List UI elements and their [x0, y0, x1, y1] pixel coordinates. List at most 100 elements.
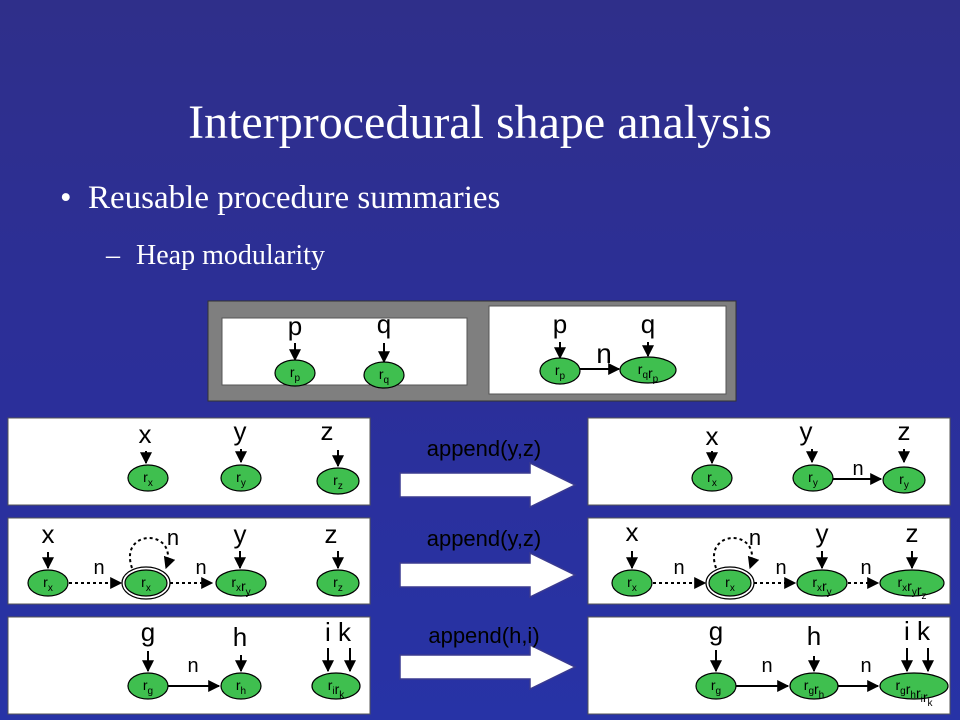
heap-node [127, 464, 169, 492]
transform-arrow [399, 551, 577, 599]
heap-node [124, 569, 168, 597]
heap-node-label: rgrh [804, 677, 824, 701]
heap-node [215, 569, 267, 597]
heap-node-label: rz [333, 574, 343, 594]
summary-right-panel [488, 305, 727, 395]
heap-node-label: rx [141, 574, 151, 594]
var-label: g [709, 616, 723, 646]
edge-label: n [761, 655, 772, 677]
var-label: z [325, 519, 338, 549]
heap-node [879, 569, 945, 597]
heap-node-label: rp [555, 362, 566, 382]
heap-node [539, 357, 581, 385]
heap-node [274, 359, 316, 387]
heap-node [27, 569, 69, 597]
row1-before-panel [7, 417, 371, 506]
heap-node [691, 464, 733, 492]
var-label: i k [904, 616, 931, 646]
heap-node-label: rx [725, 574, 735, 594]
heap-node-label: rx [143, 469, 153, 489]
row2-before-panel [7, 517, 371, 605]
heap-node-label: ry [236, 469, 246, 489]
var-label: h [233, 622, 247, 652]
heap-node [316, 569, 360, 597]
sub-bullet-text: Heap modularity [136, 240, 325, 271]
edge-label: n [673, 557, 684, 579]
row1-after-panel [587, 417, 951, 506]
heap-node [316, 467, 360, 495]
heap-node [796, 569, 848, 597]
edge-label: n [852, 458, 863, 480]
edge-label: n [167, 525, 179, 550]
var-label: y [816, 518, 829, 548]
heap-node-label: rh [236, 677, 246, 697]
var-label: i k [325, 617, 352, 647]
sub-bullet-item: –Heap modularity [106, 240, 325, 272]
var-label: x [42, 519, 55, 549]
bullet-item: • Reusable procedure summaries [60, 180, 500, 217]
var-label: q [641, 309, 655, 339]
var-label: y [234, 416, 247, 446]
heap-node-label: rx [43, 574, 53, 594]
heap-node [611, 569, 653, 597]
edge-label: n [860, 655, 871, 677]
summary-left-panel [221, 317, 468, 386]
call-label: append(h,i) [428, 623, 539, 648]
var-label: p [553, 309, 567, 339]
heap-node-label: rxry [231, 574, 250, 598]
heap-node-label: rp [290, 364, 301, 384]
var-label: q [377, 309, 391, 339]
heap-node-label: rgrhrirk [895, 677, 933, 709]
var-label: y [800, 416, 813, 446]
transform-arrow [399, 643, 577, 691]
edge-label: n [93, 557, 104, 579]
heap-node-label: rxryrz [897, 574, 926, 602]
row3-after-panel [587, 616, 951, 715]
edge-label: n [775, 557, 786, 579]
heap-node-label: rqrp [638, 361, 659, 385]
heap-node-label: ry [808, 469, 818, 489]
bullet-marker: • [60, 180, 72, 216]
heap-node [220, 672, 262, 700]
heap-node-label: rirk [328, 677, 346, 701]
self-loop-edge [129, 537, 176, 570]
var-label: z [898, 416, 911, 446]
slide-title: Interprocedural shape analysis [188, 96, 772, 149]
heap-node-label: rq [379, 366, 389, 386]
var-label: h [807, 621, 821, 651]
sub-bullet-marker: – [106, 240, 120, 271]
row3-before-panel [7, 616, 371, 715]
heap-node-label: rz [333, 472, 343, 492]
var-label: y [234, 519, 247, 549]
call-label: append(y,z) [427, 436, 542, 461]
heap-node-label: ry [899, 471, 909, 491]
transform-arrow [399, 461, 577, 509]
heap-node [220, 464, 262, 492]
heap-node-label: rg [711, 677, 721, 697]
var-label: x [626, 517, 639, 547]
self-loop-edge [713, 537, 760, 570]
heap-node-label: rxry [812, 574, 831, 598]
edge-label: n [187, 655, 198, 677]
var-label: g [141, 617, 155, 647]
heap-node-label: rg [143, 677, 153, 697]
var-label: x [139, 419, 152, 449]
heap-node-label: rx [707, 469, 717, 489]
heap-node [311, 672, 361, 700]
var-label: x [706, 421, 719, 451]
edge-label: n [749, 525, 761, 550]
var-label: z [906, 518, 919, 548]
heap-node [879, 672, 949, 700]
var-label: p [288, 311, 302, 341]
edge-label: n [596, 338, 612, 369]
heap-node [708, 569, 752, 597]
heap-node-label: rx [627, 574, 637, 594]
call-label: append(y,z) [427, 526, 542, 551]
heap-node [363, 361, 405, 389]
var-label: z [321, 416, 334, 446]
heap-node [882, 466, 926, 494]
edge-label: n [195, 557, 206, 579]
edge-label: n [860, 557, 871, 579]
bullet-text: Reusable procedure summaries [88, 180, 501, 216]
